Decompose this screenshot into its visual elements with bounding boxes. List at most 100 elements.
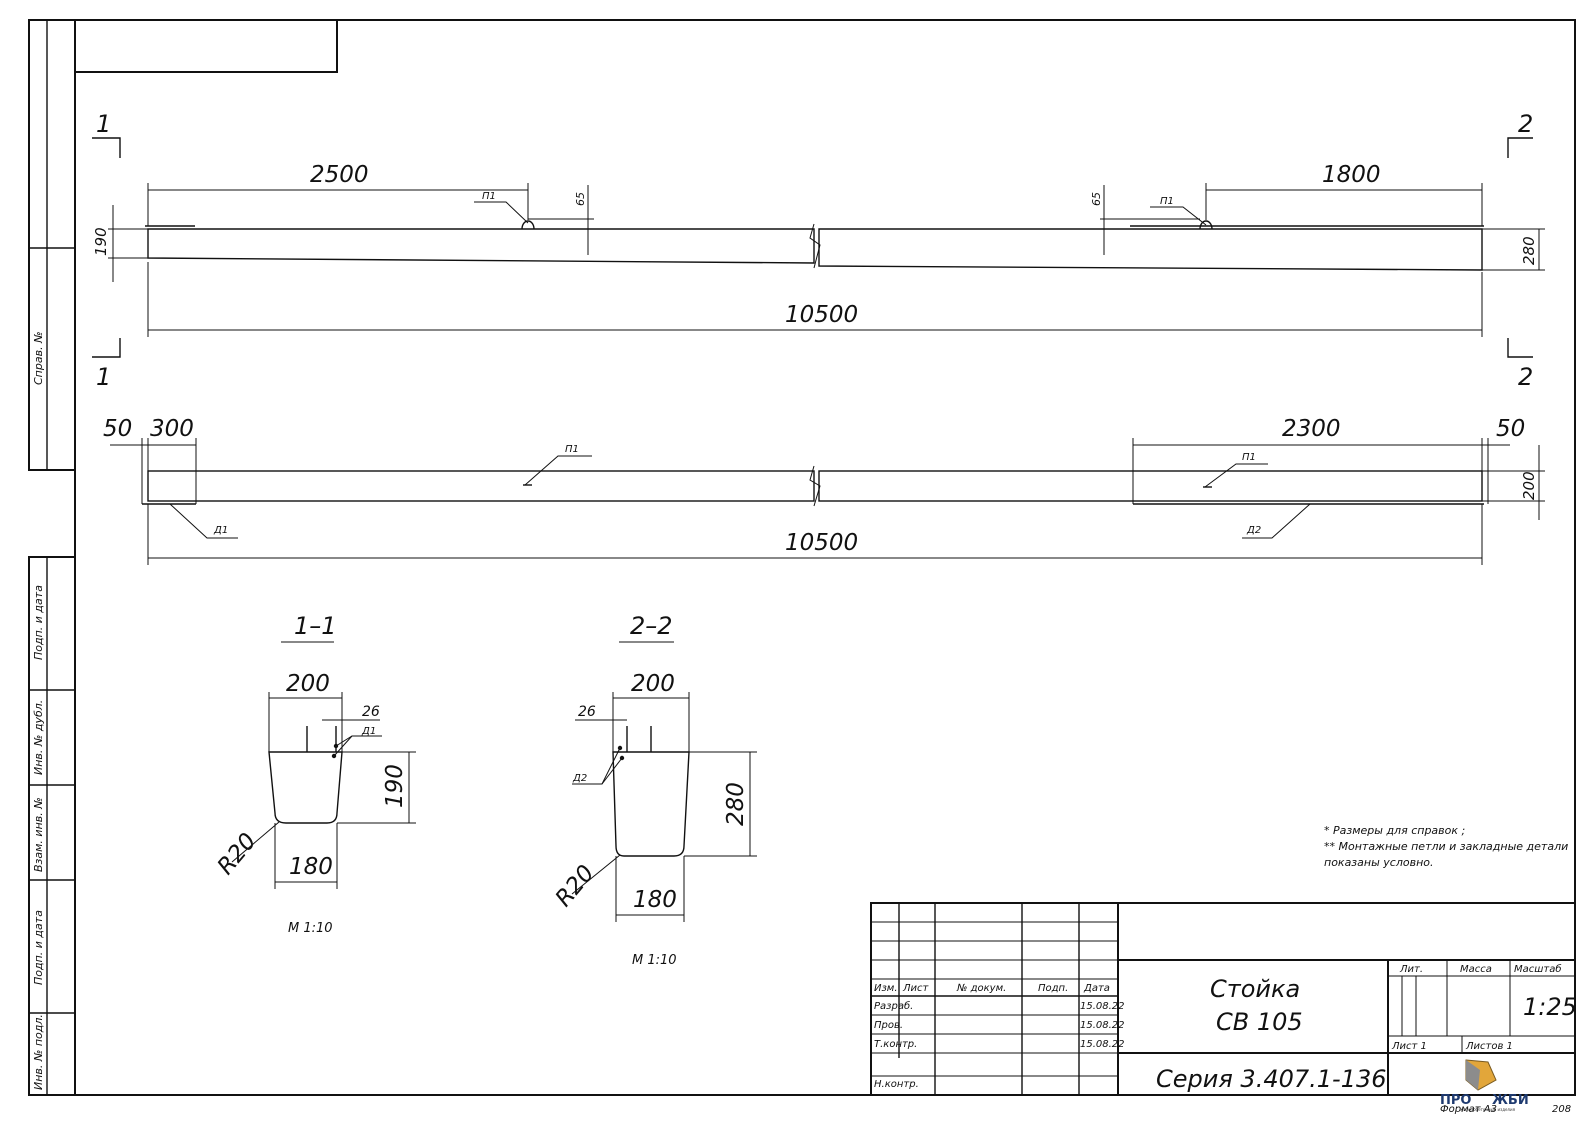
side-stamp-lower <box>28 556 76 1096</box>
tb-date-3: 15.08.22 <box>1080 1039 1125 1050</box>
dim-2500: 2500 <box>310 162 369 188</box>
dim-65-left: 65 <box>574 192 587 206</box>
column-elevation-right <box>818 228 1483 271</box>
break-line <box>809 223 821 269</box>
cut-marker-2-bottom <box>1507 338 1533 358</box>
leader-plan-loop-right <box>1204 463 1268 488</box>
plan-view: 50 300 2300 50 200 П1 П1 Д1 Д2 10500 <box>103 416 1545 565</box>
dim-65-right: 65 <box>1090 192 1103 206</box>
leader-plan-loop-left <box>524 455 592 486</box>
section-1-1: 1–1 200 26 Д1 190 R20 180 М 1:10 <box>213 612 416 936</box>
dim-10500-elevation: 10500 <box>785 302 858 328</box>
loop-right <box>1199 220 1213 230</box>
side-label-podp-data-1: Подп. и дата <box>32 585 45 660</box>
plan-break-line <box>809 465 821 507</box>
tb-razrab: Разраб. <box>874 1000 913 1012</box>
section-1-title: 1–1 <box>294 612 337 640</box>
side-label-podp-data-2: Подп. и дата <box>32 910 45 985</box>
tb-sheet: Лист 1 <box>1391 1041 1427 1052</box>
note-line-3: показаны условно. <box>1324 856 1434 869</box>
sheet-format: Формат А3 <box>1440 1104 1497 1115</box>
dim-section-1-200: 200 <box>286 671 330 697</box>
tb-name-line-1: Стойка <box>1210 975 1300 1003</box>
section-2-2: 2–2 200 26 Д2 280 R20 180 М 1:10 <box>551 612 757 968</box>
tb-header-podp: Подп. <box>1038 983 1068 994</box>
dim-section-1-190: 190 <box>382 764 408 808</box>
dim-50-right: 50 <box>1496 416 1525 442</box>
tb-header-doc: № докум. <box>956 983 1006 994</box>
label-loop-right: П1 <box>1160 196 1174 207</box>
leader-section-2-radius <box>571 854 621 895</box>
tb-header-data: Дата <box>1083 983 1110 994</box>
column-plan-left <box>147 470 815 502</box>
note-line-1: * Размеры для справок ; <box>1324 824 1465 837</box>
leader-loop-left <box>474 201 529 224</box>
dim-280: 280 <box>1520 236 1538 265</box>
side-label-inv-podl: Инв. № подл. <box>32 1014 45 1090</box>
cut-marker-2-top <box>1507 137 1533 158</box>
tb-masshtab: Масштаб <box>1514 963 1562 975</box>
tb-tkontr: Т.контр. <box>874 1039 917 1050</box>
logo-subtitle: железобетонные изделия <box>1460 1107 1516 1112</box>
leader-plate-right <box>1242 503 1311 539</box>
tb-nkontr: Н.контр. <box>874 1079 919 1090</box>
label-plan-loop-left: П1 <box>565 444 579 455</box>
tb-series: Серия 3.407.1-136 <box>1156 1065 1387 1093</box>
side-label-sprav: Справ. № <box>32 331 45 385</box>
dim-10500-plan: 10500 <box>785 530 858 556</box>
section-2-scale: М 1:10 <box>632 953 677 968</box>
cut-label-1-top: 1 <box>96 110 111 138</box>
label-plan-loop-right: П1 <box>1242 452 1256 463</box>
dim-1800: 1800 <box>1322 162 1381 188</box>
label-plate-left: Д1 <box>213 525 228 536</box>
dim-190: 190 <box>92 227 110 256</box>
tb-name-line-2: СВ 105 <box>1216 1008 1303 1036</box>
notes: * Размеры для справок ; ** Монтажные пет… <box>1324 824 1568 869</box>
note-line-2: ** Монтажные петли и закладные детали <box>1324 840 1568 853</box>
label-plate-right: Д2 <box>1246 525 1261 536</box>
dim-section-2-r20: R20 <box>551 860 600 911</box>
title-block-frame <box>870 902 1576 1096</box>
side-label-vzam-inv: Взам. инв. № <box>32 797 45 872</box>
tb-sheets: Листов 1 <box>1465 1041 1513 1052</box>
side-label-inv-dubl: Инв. № дубл. <box>32 700 45 775</box>
dim-300: 300 <box>150 416 194 442</box>
prozhbi-logo: ПРО ЖБИ железобетонные изделия <box>1440 1059 1529 1112</box>
page-number: 208 <box>1552 1104 1571 1115</box>
label-loop-left: П1 <box>482 191 496 202</box>
dim-section-1-26: 26 <box>362 704 380 720</box>
section-2-outline <box>612 751 690 857</box>
dim-section-2-180: 180 <box>633 887 677 913</box>
leader-loop-right <box>1150 206 1207 226</box>
title-block: Изм. Лист № докум. Подп. Дата Разраб. Пр… <box>870 902 1577 1112</box>
tb-massa: Масса <box>1460 964 1492 975</box>
section-1-scale: М 1:10 <box>288 921 333 936</box>
label-section-2-plate: Д2 <box>572 773 587 784</box>
cut-label-1-bottom: 1 <box>96 363 111 391</box>
dim-2300: 2300 <box>1282 416 1341 442</box>
loop-left <box>521 220 535 230</box>
leader-plate-left <box>169 503 238 539</box>
dim-section-2-26: 26 <box>578 704 596 720</box>
dim-section-2-200: 200 <box>631 671 675 697</box>
tb-date-2: 15.08.22 <box>1080 1020 1125 1031</box>
tb-prov: Пров. <box>874 1020 903 1031</box>
tb-header-izm: Изм. <box>874 983 898 994</box>
tb-scale-value: 1:25 <box>1523 993 1577 1021</box>
cut-label-2-top: 2 <box>1518 110 1533 138</box>
cut-marker-1-top <box>92 137 121 158</box>
leader-section-1-radius <box>231 821 280 863</box>
section-1-outline <box>268 751 343 824</box>
side-stamp-upper <box>28 19 76 471</box>
cut-label-2-bottom: 2 <box>1518 363 1533 391</box>
leader-section-1-plate <box>335 735 382 747</box>
section-2-title: 2–2 <box>630 612 673 640</box>
cut-marker-1-bottom <box>92 338 121 358</box>
dim-section-2-280: 280 <box>723 782 749 826</box>
dim-200-plan: 200 <box>1520 471 1538 500</box>
dim-section-1-180: 180 <box>289 854 333 880</box>
side-stamp: Справ. № Подп. и дата Инв. № дубл. Взам.… <box>28 19 76 1096</box>
top-stamp-box <box>74 19 338 73</box>
tb-lit: Лит. <box>1399 964 1423 975</box>
